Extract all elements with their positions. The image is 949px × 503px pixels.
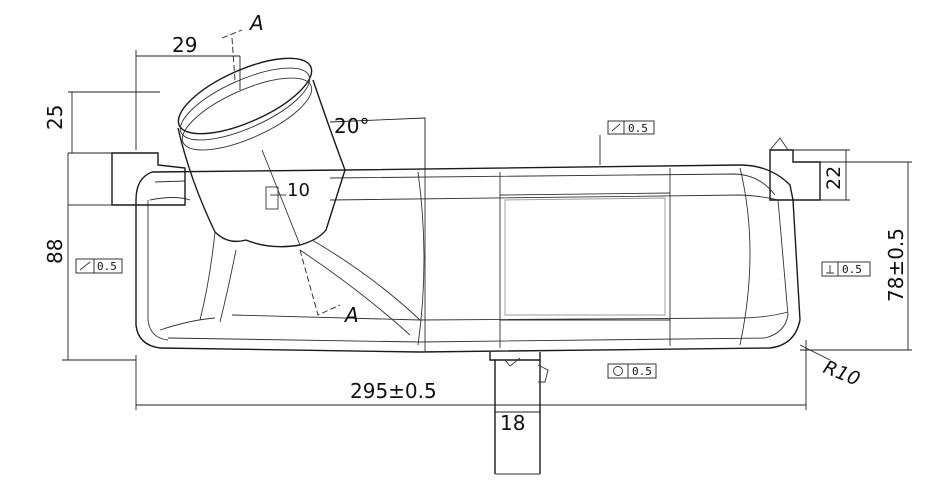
dim-22-label: 22: [823, 166, 845, 190]
section-line: [221, 29, 341, 316]
radius-r10-label: R10: [820, 356, 863, 390]
dim-20deg-label: 20°: [334, 114, 369, 138]
dim-10-label: 10: [287, 180, 310, 201]
tolerance-left-value: 0.5: [97, 260, 117, 273]
dim-25-label: 25: [43, 105, 67, 130]
tolerance-right-value: 0.5: [842, 263, 862, 276]
tolerance-bottom-value: 0.5: [632, 365, 652, 378]
section-a-label-top: A: [248, 11, 264, 35]
dim-78-label: 78±0.5: [884, 228, 908, 302]
tolerance-frame-left: [75, 258, 123, 274]
tolerance-frame-right: [821, 261, 871, 277]
bottom-outlet: [489, 352, 549, 475]
dim-295-label: 295±0.5: [350, 379, 437, 403]
dim-88-label: 88: [43, 239, 67, 264]
tolerance-frame-bottom: [607, 363, 657, 379]
section-a-label-bottom: A: [343, 303, 359, 327]
tolerance-frame-top: [607, 120, 655, 135]
dimension-lines: [62, 50, 912, 413]
dim-18-label: 18: [500, 411, 525, 435]
tolerance-top-value: 0.5: [628, 122, 648, 135]
right-bracket: [769, 137, 821, 201]
dim-29-label: 29: [172, 33, 197, 57]
filler-neck: [177, 57, 421, 336]
tank-body: [135, 164, 801, 353]
